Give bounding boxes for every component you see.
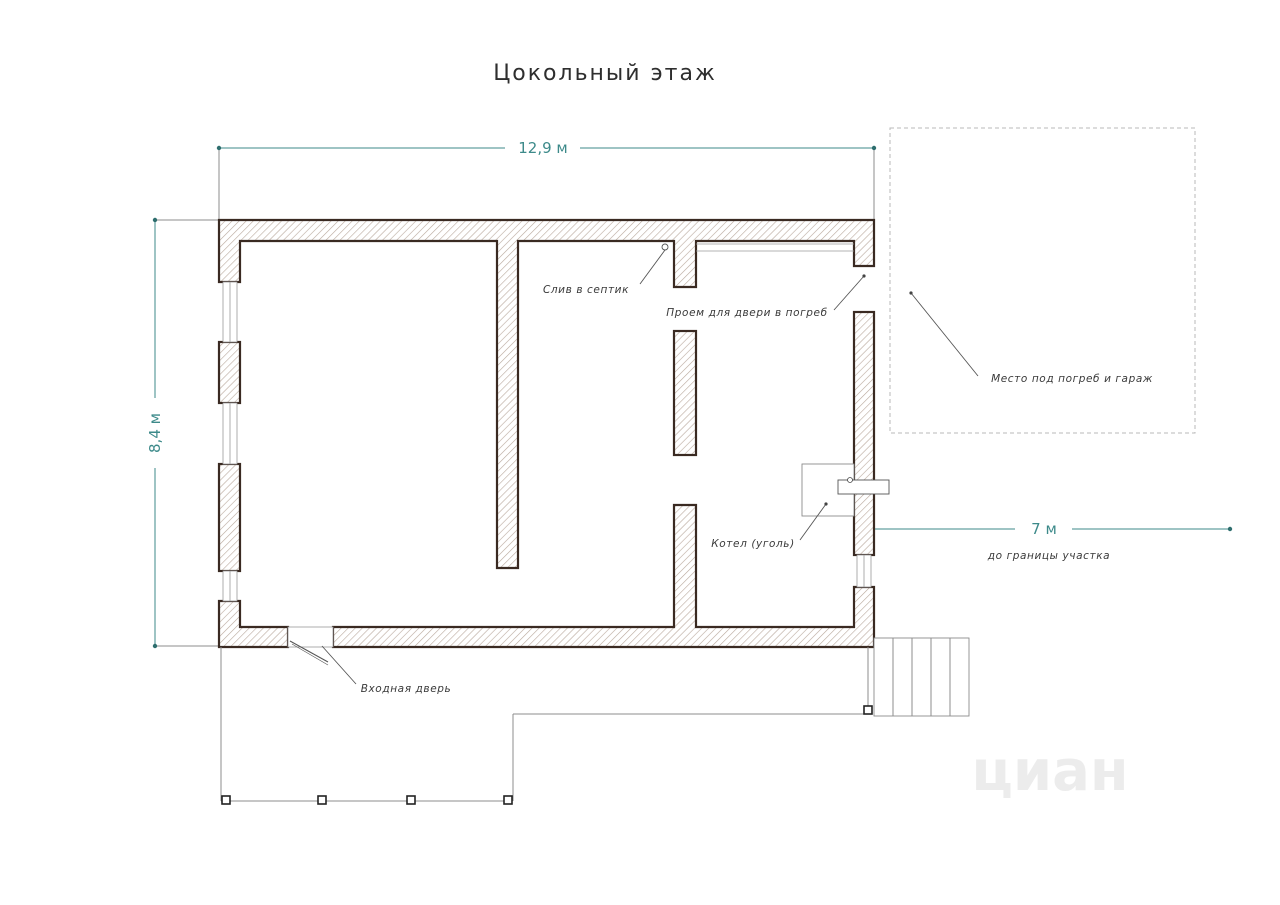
label-entrance-door: Входная дверь bbox=[361, 683, 452, 695]
post bbox=[503, 795, 513, 805]
label-boundary: до границы участка bbox=[987, 550, 1110, 562]
page-title: Цокольный этаж bbox=[493, 61, 717, 86]
boiler bbox=[801, 463, 890, 517]
entrance-door bbox=[287, 626, 334, 666]
boundary-dimension-label: 7 м bbox=[1031, 520, 1057, 538]
watermark-logo: циан bbox=[971, 739, 1128, 804]
drain-point bbox=[661, 243, 669, 251]
label-cellar-garage: Место под погреб и гараж bbox=[991, 373, 1153, 385]
boundary-dimension: 7 м bbox=[874, 520, 1233, 538]
post bbox=[317, 795, 327, 805]
terrace bbox=[220, 647, 873, 805]
annotations: Слив в септик Проем для двери в погреб М… bbox=[321, 249, 1153, 695]
wall-interior-pier bbox=[672, 329, 698, 457]
cellar-garage-zone bbox=[889, 127, 1196, 434]
wall-left-pier-1 bbox=[217, 340, 242, 405]
wall-left-pier-2 bbox=[217, 462, 242, 573]
wall-bottom-left bbox=[217, 599, 290, 649]
windows bbox=[222, 243, 872, 602]
width-dimension-label: 12,9 м bbox=[518, 139, 567, 157]
wall-top bbox=[217, 218, 876, 570]
post bbox=[863, 705, 873, 715]
height-dimension-label: 8,4 м bbox=[146, 413, 164, 453]
label-boiler: Котел (уголь) bbox=[711, 538, 795, 550]
wall-right bbox=[852, 310, 876, 557]
height-dimension: 8,4 м bbox=[146, 217, 222, 649]
wall-bottom-right bbox=[331, 503, 876, 649]
label-cellar-door: Проем для двери в погреб bbox=[666, 307, 827, 319]
width-dimension: 12,9 м bbox=[216, 139, 877, 222]
label-drain: Слив в септик bbox=[543, 284, 629, 296]
stairs bbox=[873, 637, 970, 717]
post bbox=[221, 795, 231, 805]
post bbox=[406, 795, 416, 805]
